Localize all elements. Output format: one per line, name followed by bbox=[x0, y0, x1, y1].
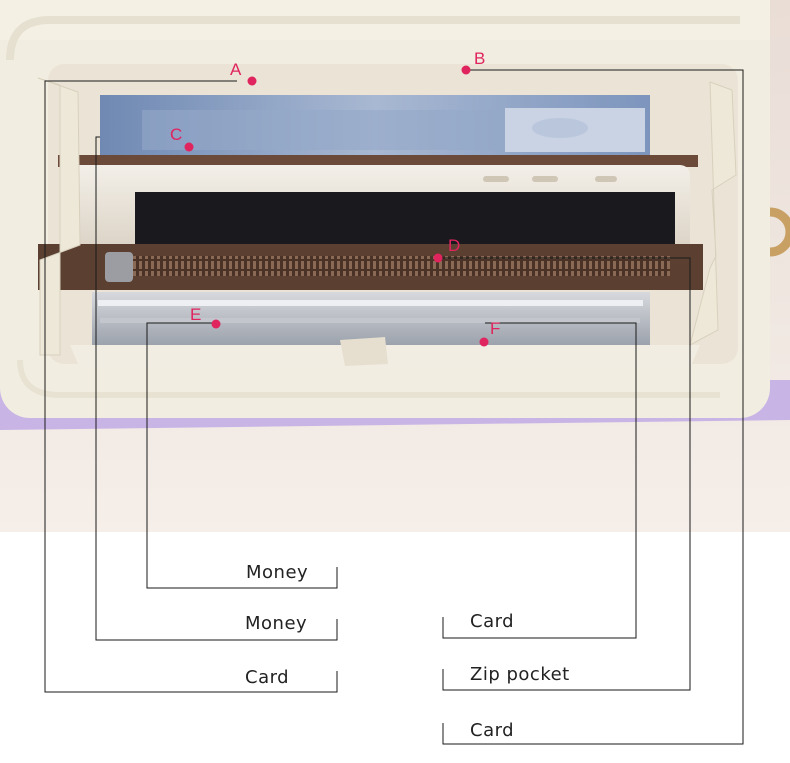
gusset-right bbox=[689, 81, 737, 346]
label-money-1: Money bbox=[246, 562, 309, 583]
label-zip-pocket: Zip pocket bbox=[470, 664, 570, 685]
marker-letter-e: E bbox=[190, 305, 201, 324]
leader-lines bbox=[44, 69, 744, 745]
marker-letter-b: B bbox=[474, 49, 485, 68]
zipper-pull-icon bbox=[105, 252, 133, 282]
divider-top bbox=[58, 155, 698, 167]
marker-dot-a bbox=[247, 76, 257, 86]
label-money-2: Money bbox=[245, 613, 308, 634]
marker-letter-a: A bbox=[230, 60, 242, 79]
label-card-right-2: Card bbox=[470, 720, 515, 741]
markers-layer: A B C D E F bbox=[170, 49, 500, 347]
leader-line-money-2 bbox=[95, 136, 338, 641]
leader-line-card-right-1 bbox=[442, 322, 637, 639]
marker-dot-d bbox=[433, 253, 443, 263]
leader-line-card-right-2 bbox=[442, 69, 744, 745]
marker-dot-e bbox=[211, 319, 221, 329]
label-card-left: Card bbox=[245, 667, 290, 688]
label-card-right-1: Card bbox=[470, 611, 515, 632]
marker-dot-b bbox=[461, 65, 471, 75]
marker-dot-f bbox=[479, 337, 489, 347]
gusset-left bbox=[37, 77, 81, 356]
marker-letter-f: F bbox=[490, 319, 500, 338]
leader-line-zip-pocket bbox=[440, 257, 691, 691]
marker-dot-c bbox=[184, 142, 194, 152]
leader-line-money-1 bbox=[146, 322, 338, 589]
marker-letter-d: D bbox=[448, 236, 460, 255]
marker-letter-c: C bbox=[170, 125, 182, 144]
leader-line-card-left bbox=[44, 80, 338, 693]
